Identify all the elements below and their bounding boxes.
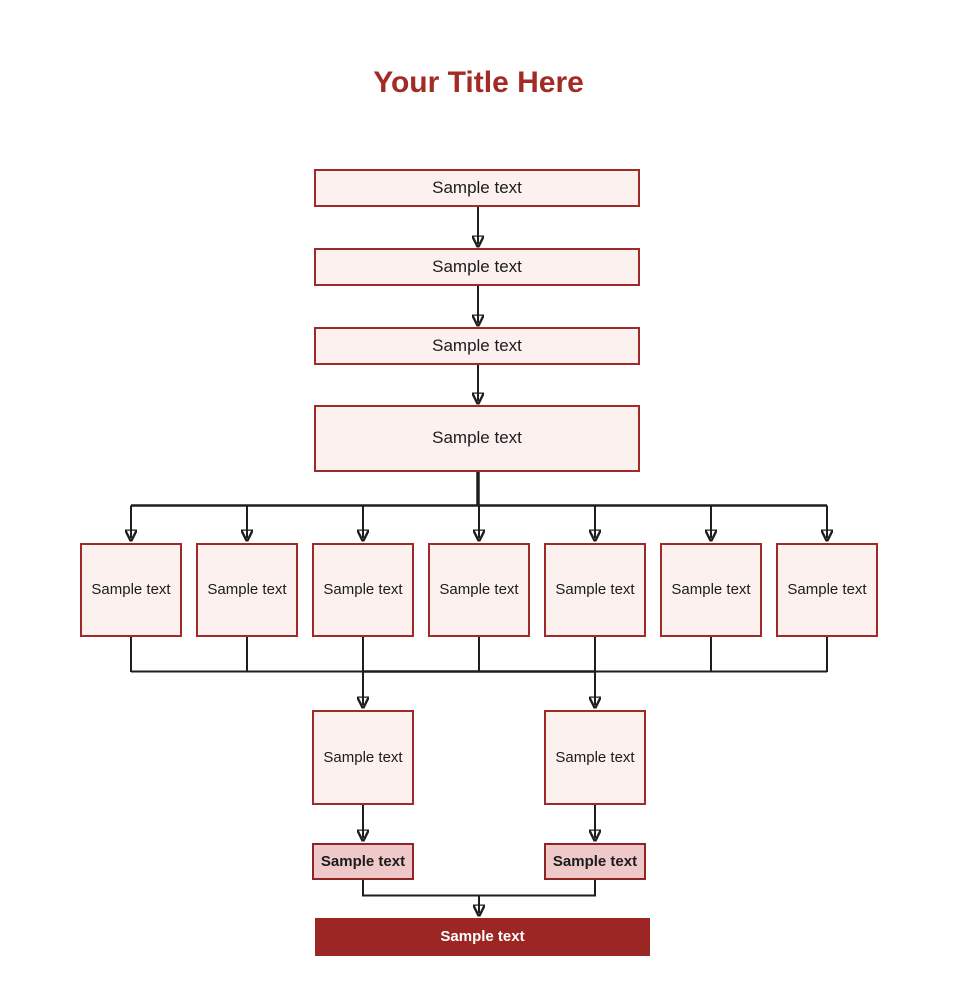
page-title[interactable]: Your Title Here: [373, 66, 584, 99]
node-branch-2[interactable]: Sample text: [196, 543, 298, 637]
node-highlight-left[interactable]: Sample text: [312, 843, 414, 880]
node-final[interactable]: Sample text: [315, 918, 650, 956]
node-branch-7[interactable]: Sample text: [776, 543, 878, 637]
node-branch-3[interactable]: Sample text: [312, 543, 414, 637]
node-branch-6[interactable]: Sample text: [660, 543, 762, 637]
node-highlight-right[interactable]: Sample text: [544, 843, 646, 880]
node-top-1[interactable]: Sample text: [314, 169, 640, 207]
node-top-2[interactable]: Sample text: [314, 248, 640, 286]
node-branch-5[interactable]: Sample text: [544, 543, 646, 637]
node-mid-right[interactable]: Sample text: [544, 710, 646, 805]
node-top-3[interactable]: Sample text: [314, 327, 640, 365]
node-branch-1[interactable]: Sample text: [80, 543, 182, 637]
connector: [362, 880, 596, 897]
node-top-4[interactable]: Sample text: [314, 405, 640, 472]
node-mid-left[interactable]: Sample text: [312, 710, 414, 805]
node-branch-4[interactable]: Sample text: [428, 543, 530, 637]
